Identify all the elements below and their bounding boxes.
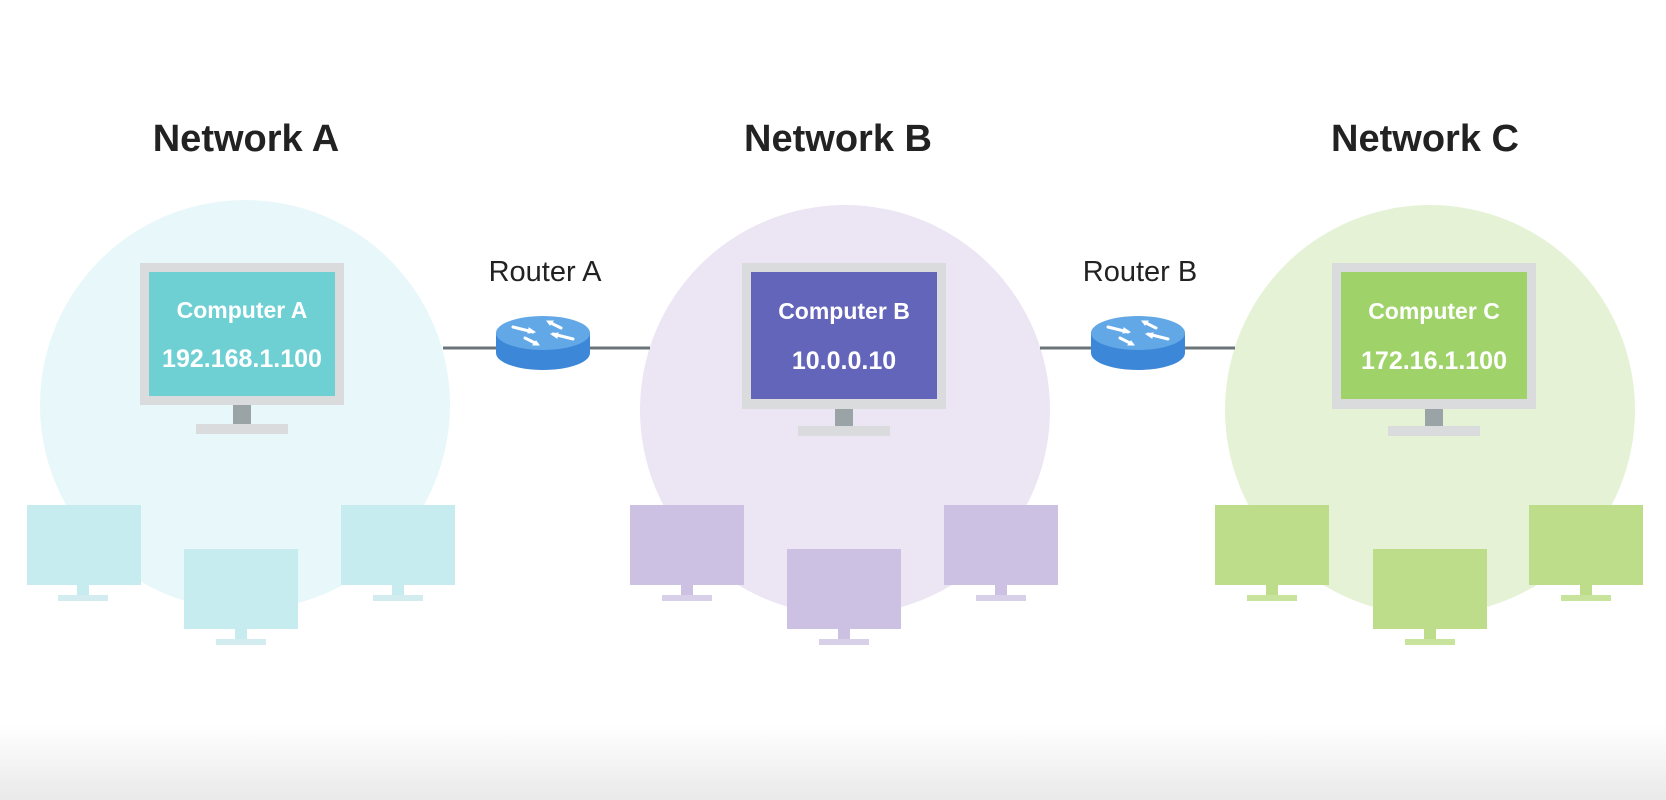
network-a-small-computer-2-icon — [184, 549, 298, 645]
computer-c-name: Computer C — [1368, 298, 1500, 324]
network-b-small-computer-1-icon — [630, 505, 744, 601]
computer-b-ip: 10.0.0.10 — [791, 347, 897, 375]
network-c-small-computer-2-icon — [1373, 549, 1487, 645]
network-b-small-computer-2-icon — [787, 549, 901, 645]
computer-a-monitor-icon — [140, 263, 344, 434]
network-b-small-computer-3-icon — [944, 505, 1058, 601]
router-a-router-icon — [496, 316, 590, 370]
network-a-small-computer-1-icon — [27, 505, 141, 601]
computer-b-name: Computer B — [778, 298, 910, 324]
bottom-fade-overlay — [0, 725, 1666, 800]
computer-c-screen — [1341, 272, 1527, 399]
network-a-small-computer-3-icon — [341, 505, 455, 601]
network-c-small-computer-1-icon — [1215, 505, 1329, 601]
computer-b-screen — [751, 272, 937, 399]
computer-a-ip: 192.168.1.100 — [162, 345, 322, 373]
computer-c-monitor-icon — [1332, 263, 1536, 436]
computer-a-screen — [149, 272, 335, 396]
computer-c-ip: 172.16.1.100 — [1361, 347, 1507, 375]
network-c-small-computer-3-icon — [1529, 505, 1643, 601]
network-b-group — [630, 205, 1058, 645]
router-a-label: Router A — [488, 256, 602, 288]
computer-a-name: Computer A — [176, 297, 308, 323]
network-a-group — [27, 200, 455, 645]
router-b-label: Router B — [1082, 256, 1198, 288]
network-a-title: Network A — [152, 118, 340, 160]
network-b-title: Network B — [744, 118, 932, 160]
router-b-router-icon — [1091, 316, 1185, 370]
network-c-group — [1215, 205, 1643, 645]
network-c-title: Network C — [1331, 118, 1519, 160]
computer-b-monitor-icon — [742, 263, 946, 436]
